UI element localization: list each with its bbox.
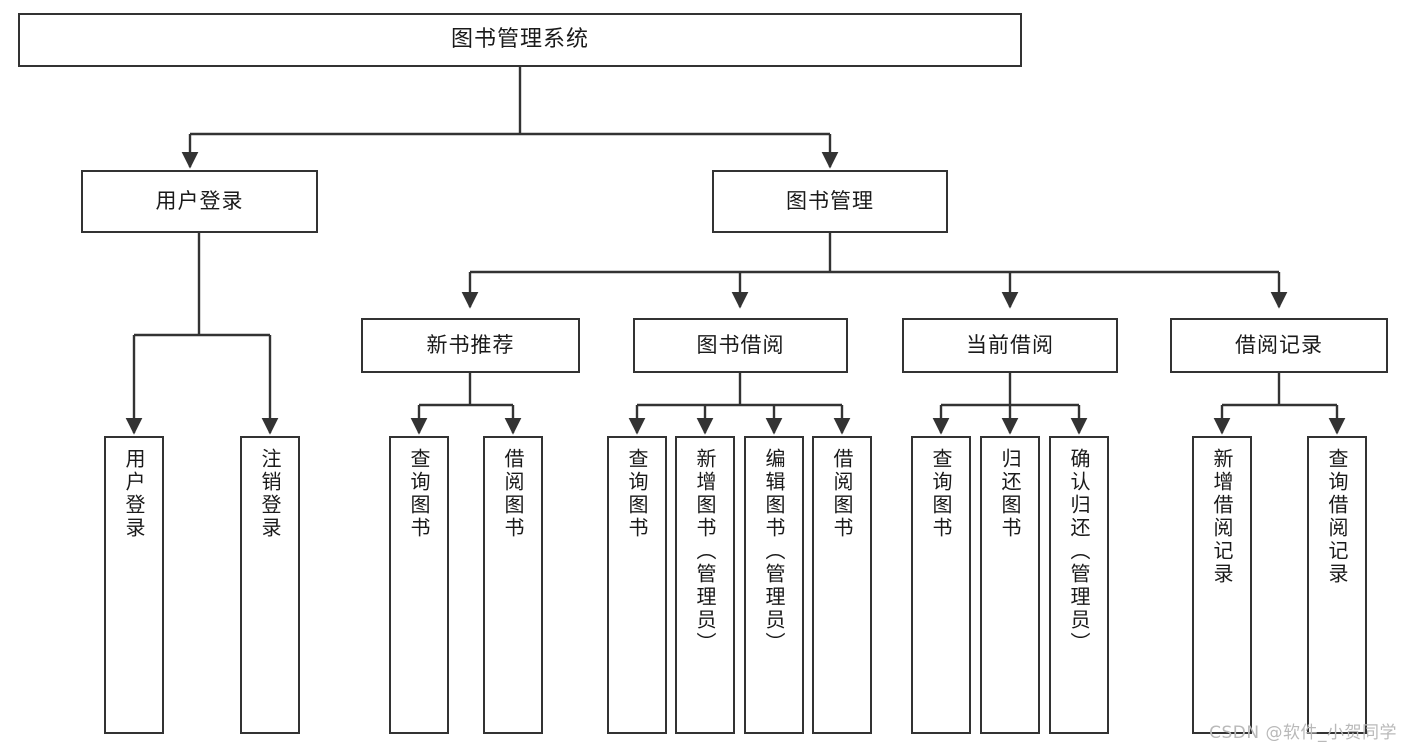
node-label: 新书推荐 xyxy=(426,333,515,358)
node-label: 新增借阅记录 xyxy=(1210,448,1234,586)
node-label: 查询图书 xyxy=(929,448,953,540)
node-leaf-edit-book[interactable]: 编辑图书（管理员） xyxy=(744,436,804,734)
node-borrow-record[interactable]: 借阅记录 xyxy=(1170,318,1388,373)
node-leaf-borrow-book-2[interactable]: 借阅图书 xyxy=(812,436,872,734)
node-leaf-query-book-3[interactable]: 查询图书 xyxy=(911,436,971,734)
node-label: 图书借阅 xyxy=(696,333,785,358)
node-label: 编辑图书（管理员） xyxy=(762,448,786,655)
node-label: 借阅图书 xyxy=(830,448,854,540)
node-label: 借阅记录 xyxy=(1235,333,1323,358)
node-leaf-query-record[interactable]: 查询借阅记录 xyxy=(1307,436,1367,734)
node-label: 图书管理 xyxy=(786,189,874,214)
node-label: 查询图书 xyxy=(625,448,649,540)
node-new-book-recommend[interactable]: 新书推荐 xyxy=(361,318,580,373)
node-leaf-user-login[interactable]: 用户登录 xyxy=(104,436,164,734)
node-label: 确认归还（管理员） xyxy=(1067,448,1091,655)
node-label: 注销登录 xyxy=(258,448,282,540)
node-label: 新增图书（管理员） xyxy=(693,448,717,655)
node-label: 用户登录 xyxy=(122,448,146,540)
node-leaf-add-record[interactable]: 新增借阅记录 xyxy=(1192,436,1252,734)
node-leaf-confirm-return[interactable]: 确认归还（管理员） xyxy=(1049,436,1109,734)
node-root-book-management-system[interactable]: 图书管理系统 xyxy=(18,13,1022,67)
node-label: 当前借阅 xyxy=(966,333,1054,358)
node-label: 图书管理系统 xyxy=(450,27,589,53)
node-label: 查询借阅记录 xyxy=(1325,448,1349,586)
node-leaf-add-book[interactable]: 新增图书（管理员） xyxy=(675,436,735,734)
csdn-watermark: CSDN @软件_小贺同学 xyxy=(1209,723,1397,743)
node-leaf-borrow-book-1[interactable]: 借阅图书 xyxy=(483,436,543,734)
node-leaf-return-book[interactable]: 归还图书 xyxy=(980,436,1040,734)
node-book-borrow[interactable]: 图书借阅 xyxy=(633,318,848,373)
node-current-borrow[interactable]: 当前借阅 xyxy=(902,318,1118,373)
node-book-management[interactable]: 图书管理 xyxy=(712,170,948,233)
node-label: 查询图书 xyxy=(407,448,431,540)
node-leaf-logout-login[interactable]: 注销登录 xyxy=(240,436,300,734)
node-leaf-query-book-1[interactable]: 查询图书 xyxy=(389,436,449,734)
node-label: 用户登录 xyxy=(155,189,244,214)
node-leaf-query-book-2[interactable]: 查询图书 xyxy=(607,436,667,734)
node-label: 借阅图书 xyxy=(501,448,525,540)
node-label: 归还图书 xyxy=(998,448,1022,540)
node-user-login[interactable]: 用户登录 xyxy=(81,170,318,233)
